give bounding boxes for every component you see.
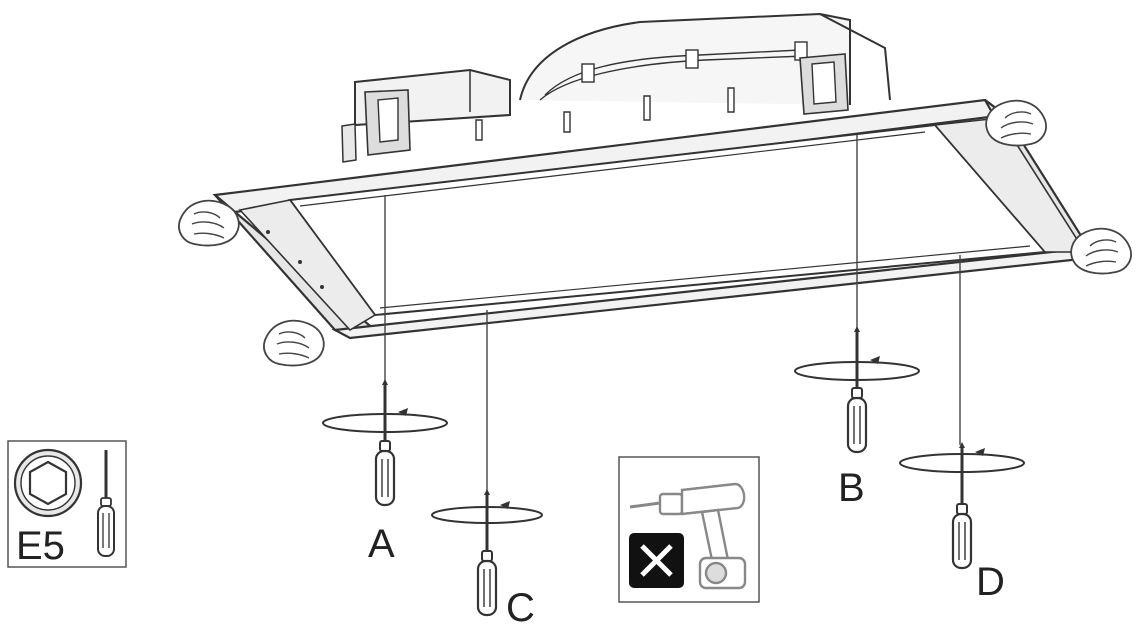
no-drill-warning-box [618, 456, 760, 603]
driver-housing [341, 12, 891, 163]
hand-top-left [178, 199, 240, 247]
hand-top-right [985, 99, 1047, 147]
hand-bottom-left [263, 319, 325, 367]
power-drill-icon [629, 482, 747, 590]
leader-lines [384, 135, 961, 495]
screw-a [322, 377, 448, 507]
hand-bottom-right [1070, 227, 1132, 275]
label-a: A [368, 522, 395, 566]
screwdriver-icon [846, 324, 868, 454]
label-b: B [838, 466, 865, 510]
tool-spec-box [7, 440, 127, 568]
label-d: D [976, 560, 1005, 604]
label-c: C [506, 586, 535, 630]
screw-c [431, 487, 543, 617]
screw-b [794, 324, 920, 454]
hex-socket-icon [13, 448, 83, 518]
screw-d [899, 440, 1025, 570]
screwdriver-icon [374, 377, 396, 507]
tool-size-label: E5 [16, 524, 65, 568]
cross-mark-icon [629, 533, 684, 588]
screwdriver-icon [97, 450, 115, 557]
screwdriver-icon [951, 440, 973, 570]
